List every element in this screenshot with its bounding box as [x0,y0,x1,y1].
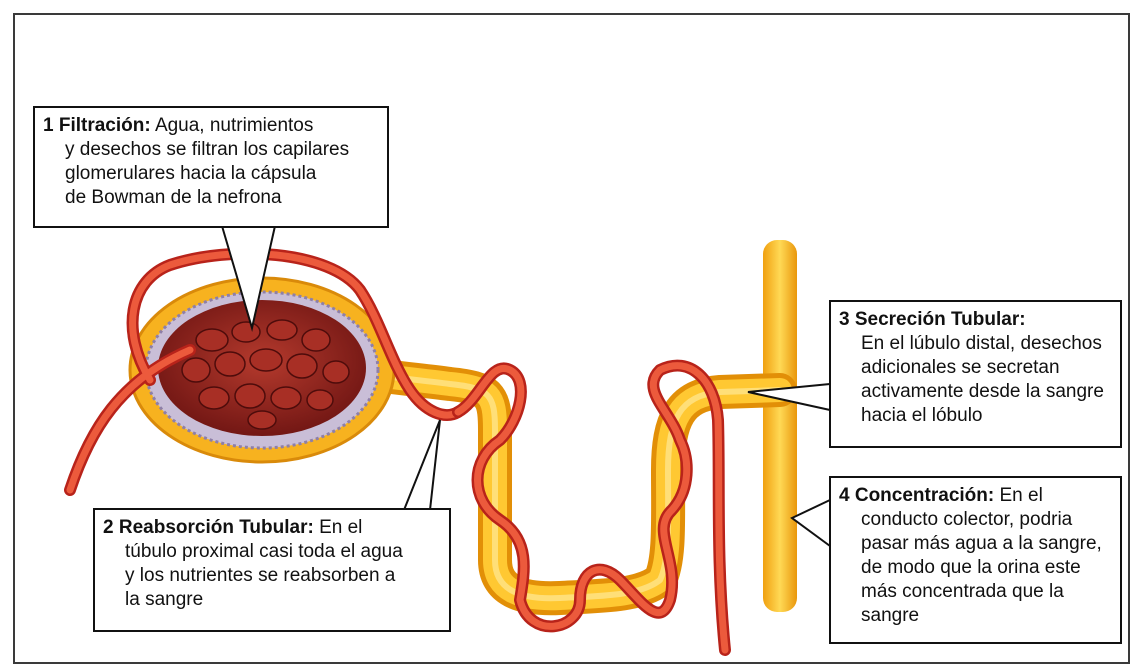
callout-number: 3 [839,309,850,330]
callout-line: adicionales se secretan [839,356,1110,380]
callout-number: 2 [103,517,114,538]
callout-reabsorption: 2 Reabsorción Tubular: En el túbulo prox… [93,508,451,632]
callout-line: y los nutrientes se reabsorben a [103,564,439,588]
callout-line: pasar más agua a la sangre, [839,532,1110,556]
callout-line: sangre [839,604,1110,628]
callout-line: la sangre [103,588,439,612]
callout-line: activamente desde la sangre [839,380,1110,404]
callout-filtration: 1 Filtración: Agua, nutrimientos y desec… [33,106,389,228]
callout-number: 1 [43,115,54,136]
callout-title: Reabsorción Tubular: [119,517,314,538]
callout-line: más concentrada que la [839,580,1110,604]
callout-line: En el [1000,485,1043,506]
callout-line: túbulo proximal casi toda el agua [103,540,439,564]
callout-line: de Bowman de la nefrona [43,186,377,210]
callout-line: hacia el lóbulo [839,404,1110,428]
callout-line: conducto colector, podria [839,508,1110,532]
callout-concentration: 4 Concentración: En el conducto colector… [829,476,1122,644]
callout-line: de modo que la orina este [839,556,1110,580]
callout-line: y desechos se filtran los capilares [43,138,377,162]
callout-line: En el [319,517,362,538]
callout-number: 4 [839,485,850,506]
pointer-concentration [792,500,830,546]
callout-line: En el lúbulo distal, desechos [839,332,1110,356]
callout-title: Secreción Tubular: [855,309,1026,330]
glomerulus-capsule-icon [130,278,394,462]
callout-secretion: 3 Secreción Tubular: En el lúbulo distal… [829,300,1122,448]
collecting-duct-icon [763,240,797,612]
pointer-reabsorption [404,420,440,510]
callout-line: Agua, nutrimientos [155,115,313,136]
callout-title: Filtración: [59,115,151,136]
callout-line: glomerulares hacia la cápsula [43,162,377,186]
callout-title: Concentración: [855,485,994,506]
